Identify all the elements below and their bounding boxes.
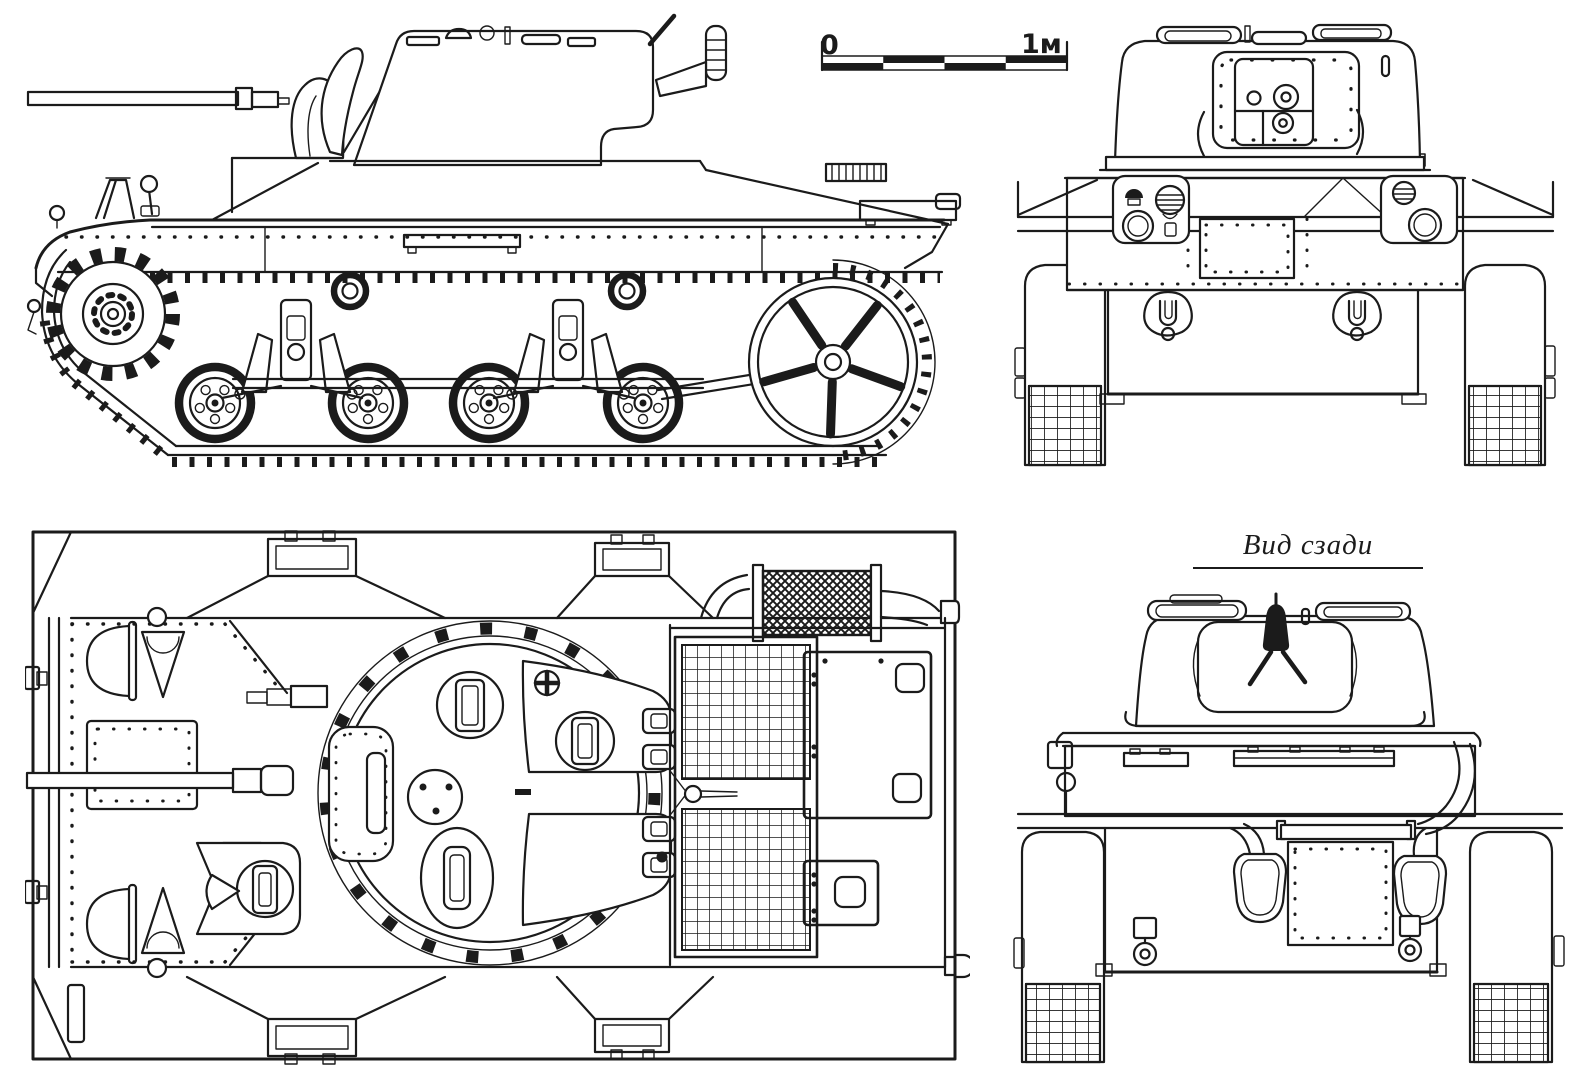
turret-plan bbox=[221, 642, 688, 944]
top-view-drawing bbox=[25, 530, 970, 1065]
hull-rear bbox=[1016, 731, 1564, 977]
muffler-assembly bbox=[699, 563, 961, 643]
caster-wheel-right bbox=[1397, 914, 1423, 963]
bogie-mounts-plan bbox=[185, 530, 715, 1065]
driver-periscope-housing bbox=[195, 841, 302, 936]
headlight-cluster-left bbox=[1111, 174, 1191, 245]
tow-shackle-right bbox=[1332, 290, 1382, 342]
tow-shackle-left bbox=[1143, 290, 1193, 342]
mantlet-plan bbox=[327, 725, 395, 863]
rear-view-caption: Вид сзади bbox=[1193, 529, 1423, 569]
gun-barrel-plan bbox=[25, 684, 329, 797]
side-view-drawing bbox=[26, 13, 962, 467]
caster-wheel-left bbox=[1132, 916, 1158, 967]
scale-bar-graphic bbox=[820, 40, 1069, 72]
drive-sprocket bbox=[46, 247, 180, 381]
turret-periscope-2 bbox=[554, 710, 616, 772]
suspension-bogies bbox=[220, 298, 836, 401]
glacis-details bbox=[85, 606, 199, 979]
hull-outline-plan bbox=[25, 530, 957, 1061]
lower-hull-front bbox=[1099, 288, 1427, 405]
rear-plate-details bbox=[1132, 819, 1448, 967]
left-track-rear bbox=[1013, 830, 1106, 1064]
turret-front bbox=[1098, 23, 1432, 172]
hull-side bbox=[34, 156, 962, 298]
track-run bbox=[26, 248, 888, 467]
turret-rear bbox=[1124, 592, 1436, 728]
turret-side bbox=[352, 25, 655, 167]
oval-hatch bbox=[419, 826, 495, 930]
right-track-front bbox=[1463, 263, 1556, 467]
pistol-port bbox=[533, 669, 561, 697]
rear-view-drawing bbox=[1013, 592, 1565, 1064]
exhaust-guard-right bbox=[1392, 826, 1448, 926]
scale-bar: 0 1м bbox=[820, 29, 1069, 72]
return-rollers bbox=[330, 271, 647, 311]
gun-barrel bbox=[26, 86, 290, 111]
idler-wheel bbox=[747, 259, 936, 465]
scale-one-meter-label: 1м bbox=[1021, 29, 1062, 60]
antenna-mount bbox=[1247, 592, 1308, 687]
headlight-cluster-right bbox=[1379, 174, 1459, 245]
turret-rear-periscope bbox=[647, 13, 728, 98]
front-view-drawing bbox=[1014, 23, 1556, 467]
turret-periscope-1 bbox=[435, 670, 505, 740]
scale-zero-label: 0 bbox=[820, 30, 839, 61]
left-track-front bbox=[1014, 263, 1107, 467]
engine-deck bbox=[668, 616, 970, 979]
right-track-rear bbox=[1468, 830, 1565, 1064]
ventilator bbox=[406, 768, 464, 826]
turret-ring bbox=[317, 620, 663, 966]
exhaust-guard-left bbox=[1228, 822, 1288, 924]
